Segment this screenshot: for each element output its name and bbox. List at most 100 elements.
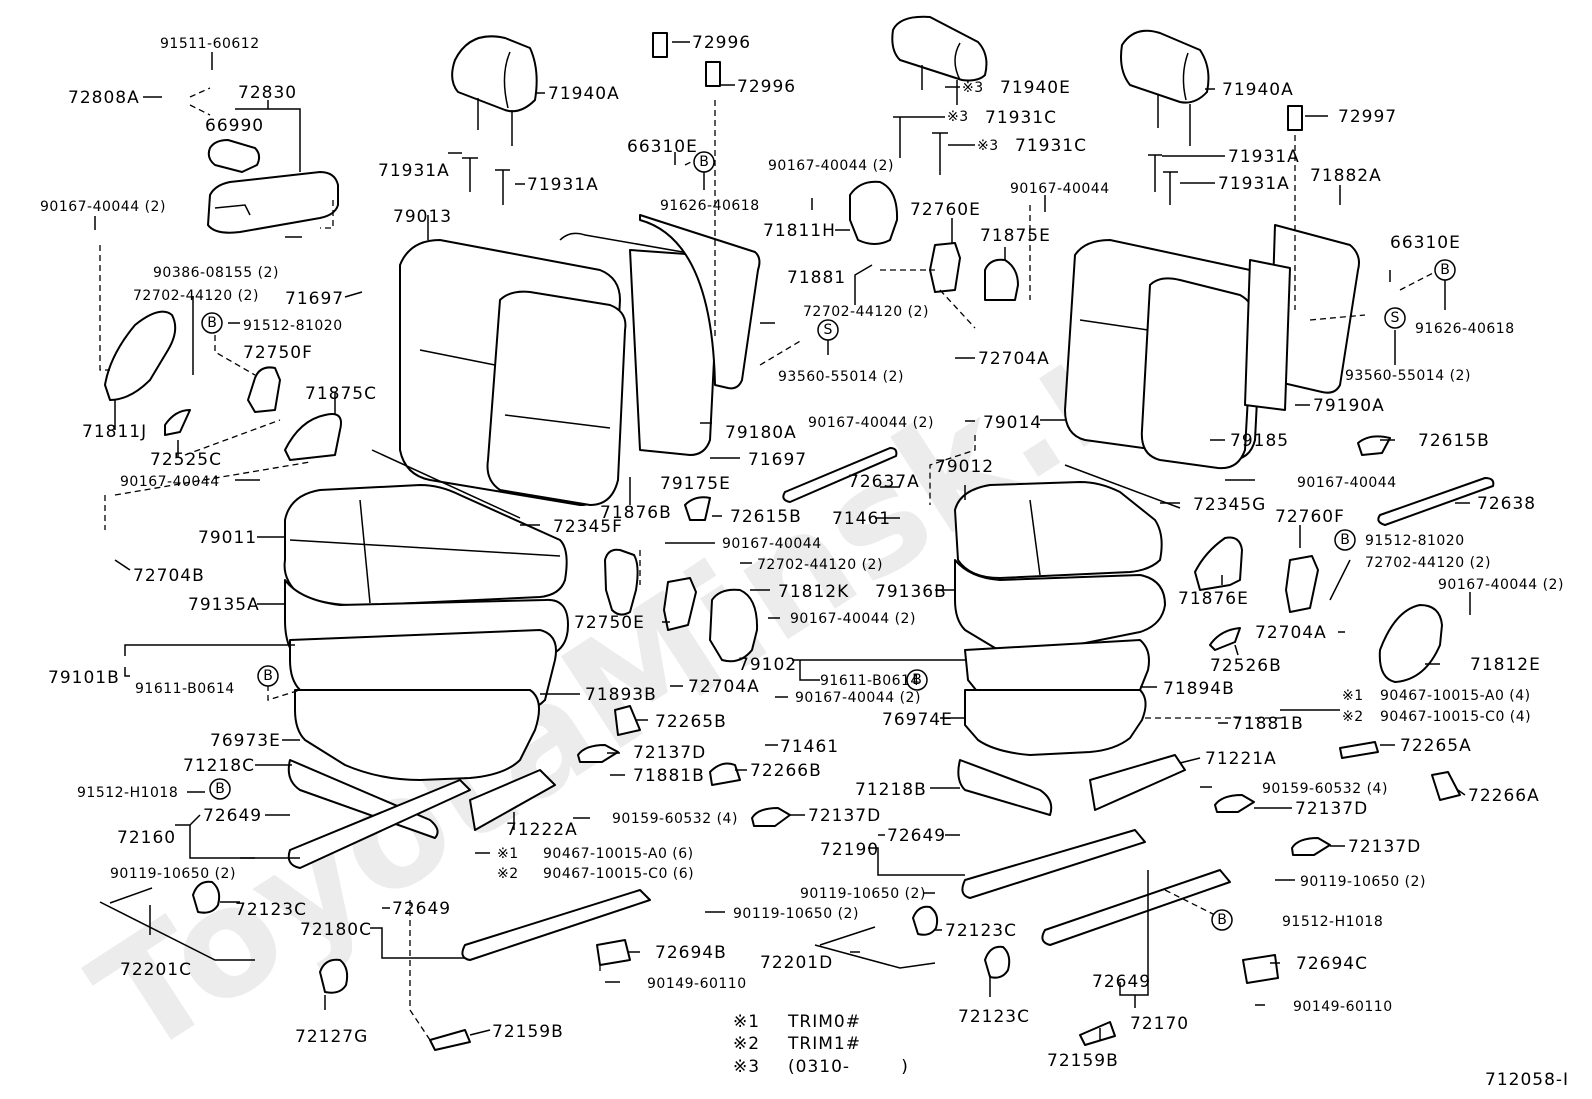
part-label[interactable]: 72997 [1338, 107, 1397, 127]
part-label[interactable]: 90119-10650 (2) [800, 886, 926, 902]
part-label[interactable]: 71931A [1228, 147, 1300, 167]
part-label[interactable]: 71876E [1178, 589, 1249, 609]
part-label[interactable]: 72615B [730, 507, 802, 527]
part-label[interactable]: 90167-40044 [1010, 181, 1110, 197]
part-label[interactable]: 66310E [627, 137, 698, 157]
part-label[interactable]: 72127G [295, 1027, 368, 1047]
part-label[interactable]: 72266A [1468, 786, 1540, 806]
part-label[interactable]: 72180C [300, 920, 372, 940]
part-label[interactable]: 71881B [633, 766, 705, 786]
part-label[interactable]: 90467-10015-A0 (4) [1380, 688, 1531, 704]
part-label[interactable]: 72345G [1193, 495, 1266, 515]
part-label[interactable]: 72123C [945, 921, 1017, 941]
part-label[interactable]: 90119-10650 (2) [110, 866, 236, 882]
part-label[interactable]: 93560-55014 (2) [1345, 368, 1471, 384]
part-label[interactable]: 72525C [150, 450, 222, 470]
part-label[interactable]: 91626-40618 [1415, 321, 1515, 337]
part-label[interactable]: 71218B [855, 780, 927, 800]
part-label[interactable]: 72996 [692, 33, 751, 53]
part-label[interactable]: 72704A [978, 349, 1050, 369]
part-label[interactable]: 72190 [820, 840, 879, 860]
part-label[interactable]: 90467-10015-C0 (6) [543, 866, 694, 882]
part-label[interactable]: 91611-B0614 [820, 673, 920, 689]
part-label[interactable]: 71940E [1000, 78, 1071, 98]
part-label[interactable]: 71876B [600, 503, 672, 523]
part-label[interactable]: 72694C [1296, 954, 1368, 974]
part-label[interactable]: 90167-40044 [722, 536, 822, 552]
part-label[interactable]: 72266B [750, 761, 822, 781]
part-label[interactable]: 72160 [117, 828, 176, 848]
part-label[interactable]: 90167-40044 (2) [40, 199, 166, 215]
part-label[interactable]: 90386-08155 (2) [153, 265, 279, 281]
part-label[interactable]: 71931A [1218, 174, 1290, 194]
part-label[interactable]: 72750E [574, 613, 645, 633]
part-label[interactable]: 71461 [780, 737, 839, 757]
part-label[interactable]: 72649 [392, 899, 451, 919]
part-label[interactable]: 79135A [188, 595, 260, 615]
part-label[interactable]: 72694B [655, 943, 727, 963]
part-label[interactable]: 91511-60612 [160, 36, 260, 52]
part-label[interactable]: 71940A [548, 84, 620, 104]
part-label[interactable]: 71881B [1232, 714, 1304, 734]
part-label[interactable]: 79014 [983, 413, 1042, 433]
part-label[interactable]: 79185 [1230, 431, 1289, 451]
part-label[interactable]: 72704A [688, 677, 760, 697]
part-label[interactable]: 90167-40044 [1297, 475, 1397, 491]
part-label[interactable]: 71697 [748, 450, 807, 470]
part-label[interactable]: 71461 [832, 509, 891, 529]
part-label[interactable]: 72702-44120 (2) [133, 288, 259, 304]
part-label[interactable]: 90119-10650 (2) [733, 906, 859, 922]
part-label[interactable]: 79011 [198, 528, 257, 548]
part-label[interactable]: 72760F [1275, 507, 1345, 527]
part-label[interactable]: 72750F [243, 343, 313, 363]
part-label[interactable]: 71218C [183, 756, 255, 776]
part-label[interactable]: 90167-40044 (2) [808, 415, 934, 431]
part-label[interactable]: 90467-10015-C0 (4) [1380, 709, 1531, 725]
part-label[interactable]: 72137D [808, 806, 881, 826]
part-label[interactable]: 72704B [133, 566, 205, 586]
part-label[interactable]: 71875E [980, 226, 1051, 246]
part-label[interactable]: 90167-40044 (2) [768, 158, 894, 174]
part-label[interactable]: 72265A [1400, 736, 1472, 756]
part-label[interactable]: 72201C [120, 960, 192, 980]
part-label[interactable]: 72996 [737, 77, 796, 97]
part-label[interactable]: 79175E [660, 474, 731, 494]
part-label[interactable]: 71881 [787, 268, 846, 288]
part-label[interactable]: 90167-40044 (2) [795, 690, 921, 706]
part-label[interactable]: 71931C [985, 108, 1057, 128]
part-label[interactable]: 72137D [1295, 799, 1368, 819]
part-label[interactable]: 72170 [1130, 1014, 1189, 1034]
part-label[interactable]: 71893B [585, 685, 657, 705]
part-label[interactable]: 72704A [1255, 623, 1327, 643]
part-label[interactable]: 71931A [378, 161, 450, 181]
part-label[interactable]: 90149-60110 [647, 976, 747, 992]
part-label[interactable]: 72637A [848, 472, 920, 492]
part-label[interactable]: 71222A [506, 820, 578, 840]
part-label[interactable]: 71812E [1470, 655, 1541, 675]
part-label[interactable]: 90167-40044 (2) [790, 611, 916, 627]
part-label[interactable]: 71221A [1205, 749, 1277, 769]
part-label[interactable]: 72830 [238, 83, 297, 103]
part-label[interactable]: 72702-44120 (2) [1365, 555, 1491, 571]
part-label[interactable]: 91626-40618 [660, 198, 760, 214]
part-label[interactable]: 91512-H1018 [77, 785, 178, 801]
part-label[interactable]: 90467-10015-A0 (6) [543, 846, 694, 862]
part-label[interactable]: 72159B [492, 1022, 564, 1042]
part-label[interactable]: 72649 [1092, 972, 1151, 992]
part-label[interactable]: 79190A [1313, 396, 1385, 416]
part-label[interactable]: 71812K [778, 582, 849, 602]
part-label[interactable]: 66990 [205, 116, 264, 136]
part-label[interactable]: 71882A [1310, 166, 1382, 186]
part-label[interactable]: 71931A [527, 175, 599, 195]
part-label[interactable]: 79102 [738, 655, 797, 675]
part-label[interactable]: 91512-H1018 [1282, 914, 1383, 930]
part-label[interactable]: 90167-40044 (2) [1438, 577, 1564, 593]
part-label[interactable]: 71811J [82, 422, 147, 442]
part-label[interactable]: 72638 [1477, 494, 1536, 514]
part-label[interactable]: 90149-60110 [1293, 999, 1393, 1015]
part-label[interactable]: 79136B [875, 582, 947, 602]
part-label[interactable]: 71697 [285, 289, 344, 309]
part-label[interactable]: 72159B [1047, 1051, 1119, 1071]
part-label[interactable]: 72201D [760, 953, 833, 973]
part-label[interactable]: 72649 [203, 806, 262, 826]
